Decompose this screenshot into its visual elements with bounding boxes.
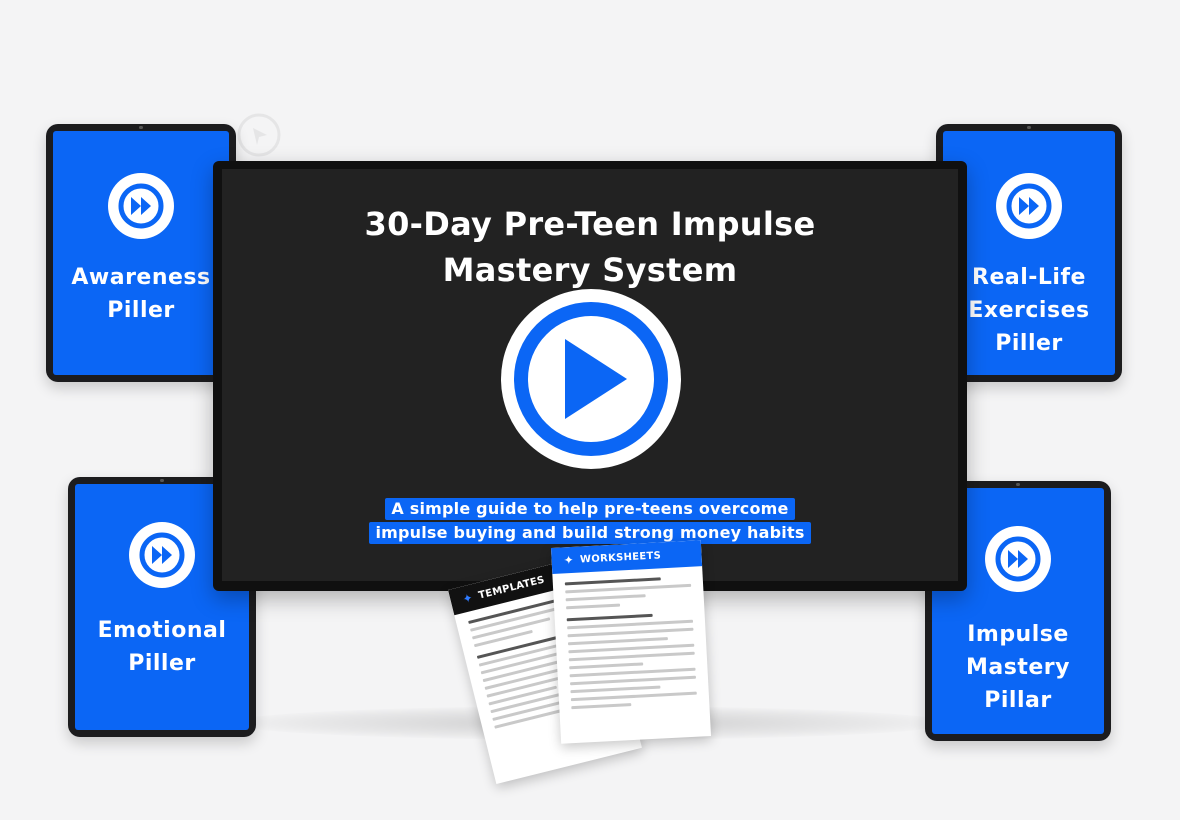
tablet-label: Impulse Mastery Pillar <box>966 622 1070 713</box>
camera-dot <box>139 126 143 129</box>
document-title: WORKSHEETS <box>579 549 662 566</box>
fast-forward-icon <box>985 526 1051 592</box>
worksheets-document: ✦ WORKSHEETS <box>550 540 712 744</box>
text-line <box>567 637 668 646</box>
tablet-label: Awareness Piller <box>71 265 211 323</box>
tablet-screen: Real-Life Exercises Piller <box>943 131 1115 375</box>
text-line <box>565 594 646 602</box>
tablet-label: Emotional Piller <box>97 618 227 676</box>
text-line <box>564 577 661 586</box>
camera-dot <box>160 479 164 482</box>
tablet-screen: Awareness Piller <box>53 131 229 375</box>
camera-dot <box>1016 483 1020 486</box>
video-screen: 30-Day Pre-Teen Impulse Mastery System A… <box>222 169 958 581</box>
tablet-real-life-exercises-pillar: Real-Life Exercises Piller <box>936 124 1122 382</box>
course-subtitle: A simple guide to help pre-teens overcom… <box>222 498 958 546</box>
text-line <box>565 583 692 594</box>
main-video-monitor: 30-Day Pre-Teen Impulse Mastery System A… <box>213 161 967 591</box>
play-icon[interactable] <box>499 287 683 471</box>
subtitle-line: A simple guide to help pre-teens overcom… <box>385 498 795 520</box>
text-line <box>569 662 644 670</box>
text-line <box>570 675 697 686</box>
text-line <box>571 703 632 710</box>
fast-forward-icon <box>108 173 174 239</box>
sparkle-icon: ✦ <box>461 590 475 607</box>
faded-circle-icon <box>237 113 281 157</box>
tablet-awareness-pillar: Awareness Piller <box>46 124 236 382</box>
text-line <box>570 691 697 702</box>
subtitle-line: impulse buying and build strong money ha… <box>369 522 811 544</box>
sparkle-icon: ✦ <box>563 552 575 568</box>
text-line <box>570 685 661 694</box>
text-line <box>568 651 695 662</box>
tablet-label: Real-Life Exercises Piller <box>968 265 1090 356</box>
fast-forward-icon <box>129 522 195 588</box>
course-title: 30-Day Pre-Teen Impulse Mastery System <box>364 205 816 289</box>
camera-dot <box>1027 126 1031 129</box>
text-line <box>567 627 694 638</box>
text-line <box>566 613 653 622</box>
fast-forward-icon <box>996 173 1062 239</box>
text-line <box>566 603 621 610</box>
